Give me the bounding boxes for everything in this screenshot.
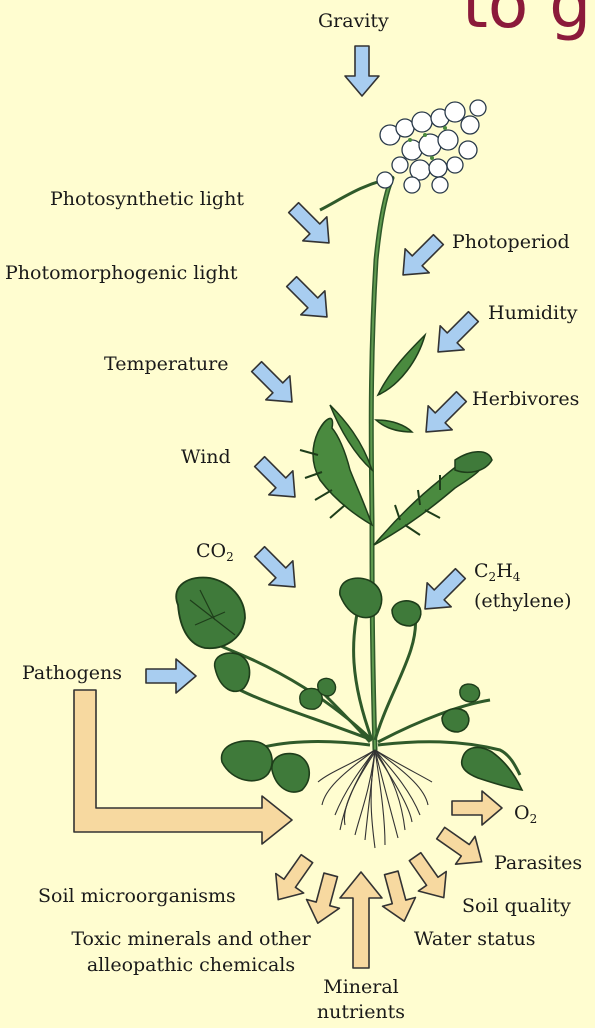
- co2-subscript: 2: [226, 550, 234, 564]
- arrow-co2: [248, 540, 307, 599]
- label-parasites: Parasites: [494, 852, 582, 875]
- lower-leaf-large-left: [176, 577, 245, 648]
- lower-leaf-right: [442, 684, 522, 790]
- arrow-temperature: [245, 355, 304, 414]
- arrow-photomorphogenic-light: [280, 270, 339, 329]
- label-soil-quality: Soil quality: [462, 895, 571, 918]
- arrow-parasites: [431, 819, 491, 876]
- arrow-gravity: [345, 46, 379, 96]
- main-stem: [371, 178, 392, 750]
- lower-leaf-center: [340, 578, 421, 626]
- label-wind: Wind: [181, 446, 231, 469]
- c2h4-h: H: [496, 560, 513, 582]
- arrow-mineral-nutrients: [340, 872, 382, 968]
- label-photosynthetic-light: Photosynthetic light: [50, 188, 244, 211]
- arrow-wind: [248, 450, 307, 509]
- arrow-toxic-minerals: [301, 870, 347, 927]
- flower-cluster: [377, 100, 486, 193]
- arrow-c2h4: [413, 562, 472, 621]
- mineral-line-1: Mineral: [306, 976, 416, 999]
- label-photomorphogenic-light: Photomorphogenic light: [5, 262, 238, 285]
- label-temperature: Temperature: [104, 353, 228, 376]
- label-photoperiod: Photoperiod: [452, 231, 570, 254]
- roots: [318, 750, 432, 848]
- label-co2: CO2: [196, 540, 234, 564]
- co2-text: CO: [196, 540, 226, 562]
- c2h4-c: C: [474, 560, 489, 582]
- arrow-herbivores: [414, 385, 473, 444]
- label-c2h4: C2H4: [474, 560, 520, 584]
- label-water-status: Water status: [414, 928, 536, 951]
- mineral-line-2: nutrients: [306, 1001, 416, 1024]
- o2-text: O: [514, 802, 530, 824]
- arrow-o2: [452, 791, 502, 825]
- label-ethylene: (ethylene): [474, 590, 571, 613]
- label-toxic-minerals: Toxic minerals and other alleopathic che…: [52, 928, 330, 977]
- toxic-line-1: Toxic minerals and other: [52, 928, 330, 951]
- c2h4-sub2: 4: [513, 570, 521, 584]
- label-humidity: Humidity: [488, 302, 578, 325]
- label-mineral-nutrients: Mineral nutrients: [306, 976, 416, 1024]
- label-pathogens: Pathogens: [22, 662, 122, 685]
- label-herbivores: Herbivores: [472, 388, 579, 411]
- lower-leaf-bottom-left: [222, 741, 310, 792]
- label-gravity: Gravity: [318, 10, 389, 33]
- mid-right-leaf: [374, 452, 492, 545]
- arrow-humidity: [426, 305, 485, 364]
- toxic-line-2: alleopathic chemicals: [52, 954, 330, 977]
- label-o2: O2: [514, 802, 537, 826]
- lower-leaf-small-left: [215, 653, 250, 691]
- plant: [176, 100, 522, 848]
- label-soil-microorganisms: Soil microorganisms: [38, 885, 236, 908]
- arrow-photoperiod: [391, 228, 450, 287]
- arrow-pathogens: [146, 659, 196, 693]
- mid-left-leaf: [300, 418, 372, 525]
- o2-subscript: 2: [530, 812, 538, 826]
